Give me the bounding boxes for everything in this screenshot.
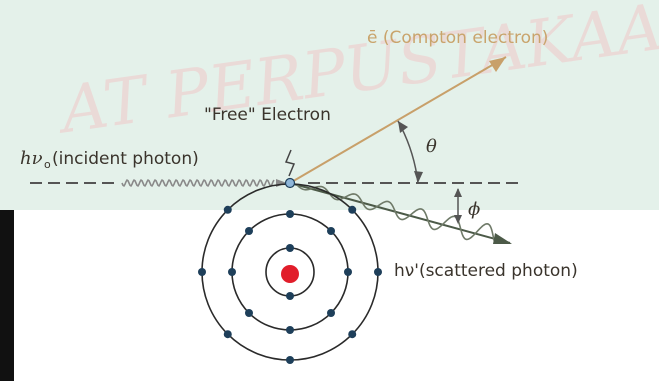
scattered-photon-arrowhead xyxy=(493,233,512,244)
free-electron-label: "Free" Electron xyxy=(204,105,331,125)
incident-photon-wave xyxy=(121,179,275,187)
compton-electron-ray xyxy=(289,56,507,184)
electron-group xyxy=(198,205,382,364)
orbital-electron xyxy=(348,330,357,339)
orbital-electron xyxy=(286,244,294,252)
orbital-electron xyxy=(244,309,253,318)
compton-electron-label: ē (Compton electron) xyxy=(367,28,548,48)
compton-electron-arrowhead xyxy=(489,57,506,72)
orbital-electron xyxy=(228,268,236,276)
orbital-electron xyxy=(244,226,253,235)
theta-label: θ xyxy=(426,136,437,157)
orbital-electron xyxy=(327,226,336,235)
scattered-photon-ray xyxy=(289,182,511,244)
incident-photon-symbol: hν xyxy=(20,148,43,169)
incident-photon-text: (incident photon) xyxy=(52,149,199,169)
orbital-electron xyxy=(223,205,232,214)
phi-marker-arrow-bottom xyxy=(454,215,462,224)
orbital-electron xyxy=(327,309,336,318)
orbital-electron xyxy=(223,330,232,339)
scattered-photon-label: hν'(scattered photon) xyxy=(394,261,578,281)
free-electron xyxy=(284,177,296,189)
orbital-electron xyxy=(286,356,294,364)
nucleus xyxy=(281,265,299,283)
free-electron-pointer xyxy=(284,149,296,177)
orbital-electron xyxy=(286,292,294,300)
orbital-electron xyxy=(198,268,206,276)
orbital-electron xyxy=(344,268,352,276)
background-top-tint xyxy=(0,0,659,210)
left-border xyxy=(0,210,14,381)
incident-photon-label: hν o (incident photon) xyxy=(20,148,199,171)
orbital-electron xyxy=(348,205,357,214)
orbital-electron xyxy=(286,326,294,334)
theta-arc-arrow-bottom xyxy=(414,171,423,183)
orbital-electron xyxy=(374,268,382,276)
theta-arc-arrow-top xyxy=(398,121,408,133)
phi-marker-arrow-top xyxy=(454,188,462,197)
orbital-electron xyxy=(286,210,294,218)
phi-label: ϕ xyxy=(468,199,480,220)
incident-photon-subscript: o xyxy=(44,158,51,171)
